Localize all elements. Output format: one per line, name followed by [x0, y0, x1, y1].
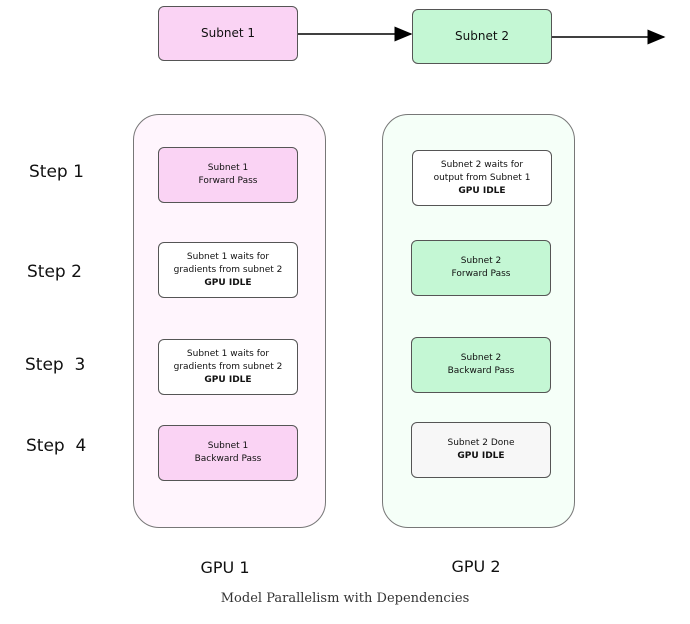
gpu2-step1-cell: Subnet 2 waits for output from Subnet 1 … — [412, 150, 552, 206]
cell-text: Backward Pass — [194, 454, 262, 464]
cell-text: Subnet 2 — [460, 353, 502, 363]
cell-text: Forward Pass — [198, 176, 258, 186]
subnet2-label: Subnet 2 — [455, 29, 509, 43]
gpu-idle-label: GPU IDLE — [458, 185, 506, 196]
subnet1-box: Subnet 1 — [158, 6, 298, 61]
gpu1-label: GPU 1 — [200, 558, 250, 577]
cell-text: gradients from subnet 2 — [173, 264, 283, 275]
figure-caption: Model Parallelism with Dependencies — [220, 591, 470, 606]
gpu1-step2-cell: Subnet 1 waits for gradients from subnet… — [158, 242, 298, 298]
cell-text: Subnet 2 waits for — [440, 159, 524, 170]
cell-text: Subnet 1 — [207, 441, 249, 451]
cell-text: Subnet 1 waits for — [186, 348, 270, 359]
gpu-idle-label: GPU IDLE — [204, 374, 252, 385]
step-2-label: Step 2 — [27, 262, 82, 282]
step-4-label: Step 4 — [26, 436, 87, 456]
gpu1-step1-cell: Subnet 1 Forward Pass — [158, 147, 298, 203]
cell-text: Forward Pass — [451, 269, 511, 279]
cell-text: gradients from subnet 2 — [173, 361, 283, 372]
step-3-label: Step 3 — [25, 355, 86, 375]
subnet1-label: Subnet 1 — [201, 26, 255, 40]
cell-text: Subnet 1 — [207, 163, 249, 173]
cell-text: Subnet 2 Done — [447, 438, 515, 448]
cell-text: Subnet 2 — [460, 256, 502, 266]
gpu2-label: GPU 2 — [451, 557, 501, 576]
gpu1-step4-cell: Subnet 1 Backward Pass — [158, 425, 298, 481]
step-1-label: Step 1 — [29, 162, 84, 182]
cell-text: output from Subnet 1 — [433, 172, 531, 183]
cell-text: Backward Pass — [447, 366, 515, 376]
gpu-idle-label: GPU IDLE — [204, 277, 252, 288]
gpu1-step3-cell: Subnet 1 waits for gradients from subnet… — [158, 339, 298, 395]
gpu2-step4-cell: Subnet 2 Done GPU IDLE — [411, 422, 551, 478]
flow-arrows — [298, 26, 666, 45]
gpu2-step2-cell: Subnet 2 Forward Pass — [411, 240, 551, 296]
subnet2-box: Subnet 2 — [412, 9, 552, 64]
gpu-idle-label: GPU IDLE — [457, 451, 505, 461]
cell-text: Subnet 1 waits for — [186, 251, 270, 262]
gpu2-step3-cell: Subnet 2 Backward Pass — [411, 337, 551, 393]
